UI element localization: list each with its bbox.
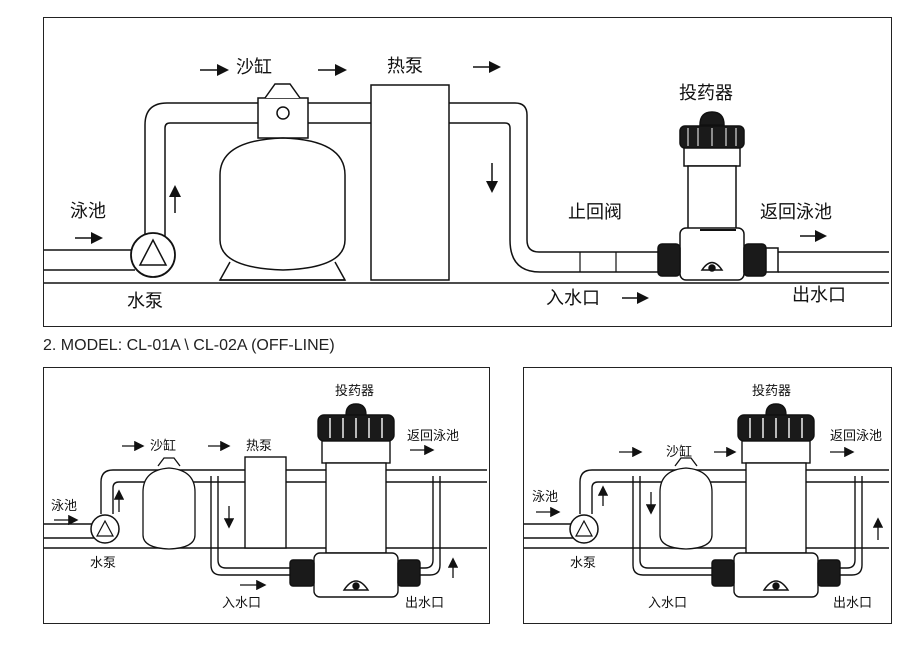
- top-sand-filter: [218, 83, 347, 281]
- top-label-chlorinator: 投药器: [679, 83, 733, 104]
- br-label-return-to-pool: 返回泳池: [830, 429, 883, 444]
- top-outlet-pipe: [778, 251, 889, 273]
- br-pump: [569, 514, 599, 544]
- br-label-inlet: 入水口: [648, 596, 688, 611]
- bl-pump: [90, 514, 120, 544]
- br-label-pool: 泳池: [532, 490, 559, 505]
- br-sand-filter: [659, 457, 713, 550]
- br-flow-arrows: [536, 446, 884, 540]
- top-check-valve: [579, 252, 617, 272]
- top-pump: [130, 232, 176, 278]
- top-riser-pipe: [144, 102, 680, 273]
- bl-heat-pump: [244, 456, 287, 549]
- br-label-outlet: 出水口: [833, 596, 873, 611]
- bl-label-return-to-pool: 返回泳池: [407, 429, 460, 444]
- bl-label-sand-filter: 沙缸: [150, 439, 177, 454]
- bl-label-heat-pump: 热泵: [246, 439, 273, 454]
- bl-sand-filter: [142, 457, 196, 550]
- top-label-sand-filter: 沙缸: [236, 57, 272, 78]
- top-label-inlet: 入水口: [546, 288, 600, 309]
- br-label-chlorinator: 投药器: [752, 384, 792, 399]
- bl-label-chlorinator: 投药器: [335, 384, 375, 399]
- top-label-pump: 水泵: [127, 291, 163, 312]
- bl-label-pump: 水泵: [90, 556, 117, 571]
- top-label-return-to-pool: 返回泳池: [760, 202, 832, 223]
- top-label-heat-pump: 热泵: [387, 56, 423, 77]
- model-caption: 2. MODEL: CL-01A \ CL-02A (OFF-LINE): [43, 337, 335, 354]
- bl-flow-arrows: [54, 440, 459, 591]
- top-label-pool: 泳池: [70, 201, 106, 222]
- top-label-check-valve: 止回阀: [568, 202, 622, 223]
- top-heat-pump: [370, 84, 450, 281]
- bl-chlorinator: [289, 403, 421, 598]
- top-chlorinator: [657, 111, 779, 281]
- br-pipes: [524, 469, 889, 576]
- br-chlorinator: [711, 403, 841, 598]
- br-label-pump: 水泵: [570, 556, 597, 571]
- top-flow-arrows: [75, 61, 827, 304]
- top-label-outlet: 出水口: [792, 285, 846, 306]
- bl-label-inlet: 入水口: [222, 596, 262, 611]
- top-intake-pipe: [44, 249, 135, 271]
- bl-label-outlet: 出水口: [405, 596, 445, 611]
- bl-pipes: [44, 469, 487, 576]
- bl-label-pool: 泳池: [51, 499, 78, 514]
- br-label-sand-filter: 沙缸: [666, 445, 693, 460]
